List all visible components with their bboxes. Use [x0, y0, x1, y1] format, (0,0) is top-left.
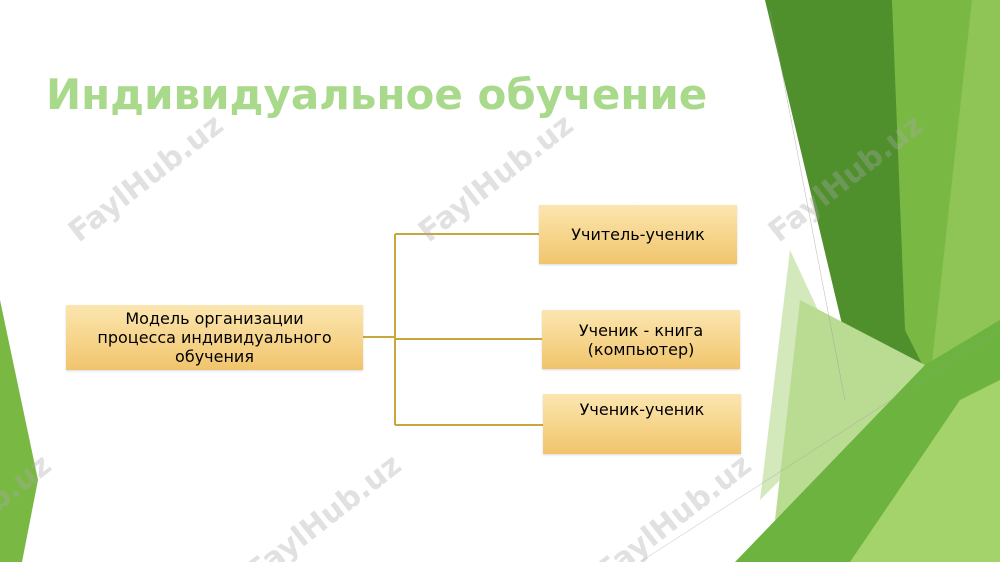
green-band-bottom-light: [850, 380, 1000, 562]
diagram-child-label: Учитель-ученик: [571, 225, 705, 244]
green-band-highlight: [892, 0, 972, 380]
slide-title: Индивидуальное обучение: [46, 70, 708, 119]
deco-thin-line: [639, 329, 1000, 562]
diagram-child-box: Учитель-ученик: [539, 205, 737, 264]
green-band-left: [0, 300, 38, 562]
diagram-child-box: Ученик-ученик: [543, 394, 741, 454]
green-band-dark: [765, 0, 925, 400]
diagram-child-label: Ученик - книга (компьютер): [578, 320, 704, 359]
green-facet-soft: [775, 300, 925, 520]
diagram-root-label: Модель организации процесса индивидуальн…: [97, 309, 332, 366]
diagram-child-label: Ученик-ученик: [579, 400, 705, 419]
diagram-child-box: Ученик - книга (компьютер): [542, 310, 740, 369]
deco-thin-line: [769, 9, 846, 401]
diagram-root-box: Модель организации процесса индивидуальн…: [66, 305, 363, 370]
